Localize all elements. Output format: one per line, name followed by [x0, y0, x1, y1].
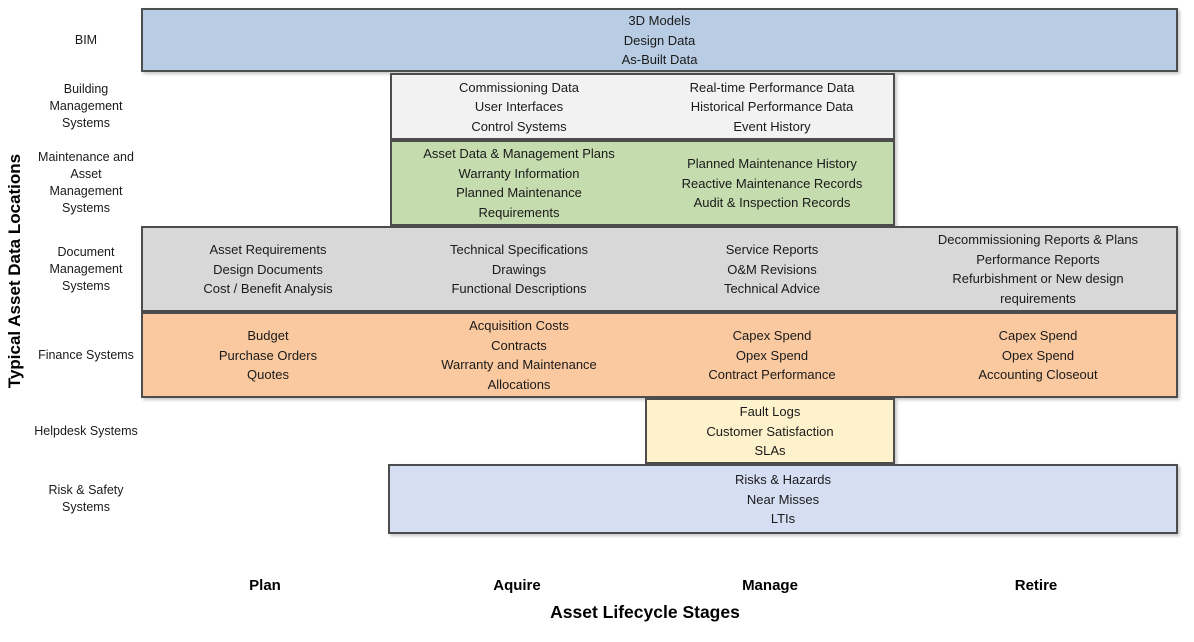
bar-building-management-manage-items: Real-time Performance Data Historical Pe… [689, 79, 855, 134]
bar-risk-safety-items: Risks & Hazards Near Misses LTIs [734, 471, 832, 526]
bar-helpdesk-items: Fault Logs Customer Satisfaction SLAs [706, 403, 834, 458]
bar-bim: 3D Models Design Data As-Built Data [141, 8, 1178, 72]
row-label-building-management: Building Management Systems [49, 82, 123, 130]
stage-label-retire: Retire [1014, 577, 1058, 594]
bar-bim-items: 3D Models Design Data As-Built Data [621, 12, 698, 67]
stage-label-manage: Manage [742, 577, 798, 594]
bar-maintenance-aquire-items: Asset Data & Management Plans Warranty I… [423, 146, 615, 220]
stage-label-aquire: Aquire [493, 577, 541, 594]
x-axis-title: Asset Lifecycle Stages [550, 602, 740, 622]
bar-document-retire-items: Decommissioning Reports & Plans Performa… [937, 232, 1139, 306]
bar-maintenance-asset-mgmt: Asset Data & Management Plans Warranty I… [390, 140, 895, 226]
bar-building-management: Commissioning Data User Interfaces Contr… [390, 73, 895, 140]
bar-risk-safety: Risks & Hazards Near Misses LTIs [388, 464, 1178, 534]
row-label-risk-safety: Risk & Safety Systems [48, 483, 124, 514]
bar-finance-plan-items: Budget Purchase Orders Quotes [218, 327, 318, 382]
row-label-helpdesk: Helpdesk Systems [34, 423, 138, 438]
bar-document-management: Asset Requirements Design Documents Cost… [141, 226, 1178, 312]
bar-document-aquire-items: Technical Specifications Drawings Functi… [449, 241, 589, 296]
bar-finance-manage-items: Capex Spend Opex Spend Contract Performa… [708, 327, 836, 382]
row-label-finance: Finance Systems [38, 347, 134, 362]
row-label-maintenance-asset-mgmt: Maintenance and Asset Management Systems [38, 150, 134, 215]
bar-maintenance-manage-items: Planned Maintenance History Reactive Mai… [681, 155, 863, 210]
stage-label-plan: Plan [249, 577, 281, 594]
bar-finance-aquire-items: Acquisition Costs Contracts Warranty and… [441, 318, 597, 392]
bar-document-plan-items: Asset Requirements Design Documents Cost… [203, 241, 333, 296]
bar-document-manage-items: Service Reports O&M Revisions Technical … [723, 241, 821, 296]
row-label-bim: BIM [74, 32, 98, 47]
row-label-document-management: Document Management Systems [49, 244, 123, 293]
bar-finance: Budget Purchase Orders Quotes Acquisitio… [141, 312, 1178, 398]
bar-helpdesk: Fault Logs Customer Satisfaction SLAs [645, 398, 895, 464]
bar-building-management-aquire-items: Commissioning Data User Interfaces Contr… [459, 79, 579, 134]
bar-finance-retire-items: Capex Spend Opex Spend Accounting Closeo… [978, 327, 1098, 382]
